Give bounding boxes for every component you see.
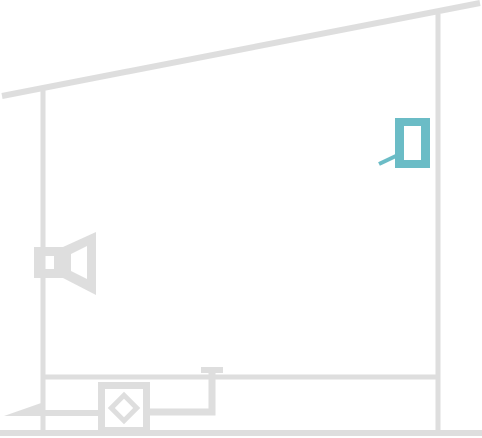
sensor-frame	[395, 118, 430, 168]
supply-duct	[148, 372, 216, 416]
sloped-roof-line	[1, 0, 481, 99]
ventilation-unit-icon	[4, 367, 223, 434]
exhaust-arrow-icon	[4, 402, 44, 416]
speaker-body	[34, 247, 63, 278]
fan-diamond	[107, 391, 141, 425]
speaker-cone	[63, 232, 96, 295]
window-sensor-icon	[378, 118, 430, 168]
speaker-icon	[34, 232, 96, 295]
sensor-lever	[378, 153, 399, 166]
